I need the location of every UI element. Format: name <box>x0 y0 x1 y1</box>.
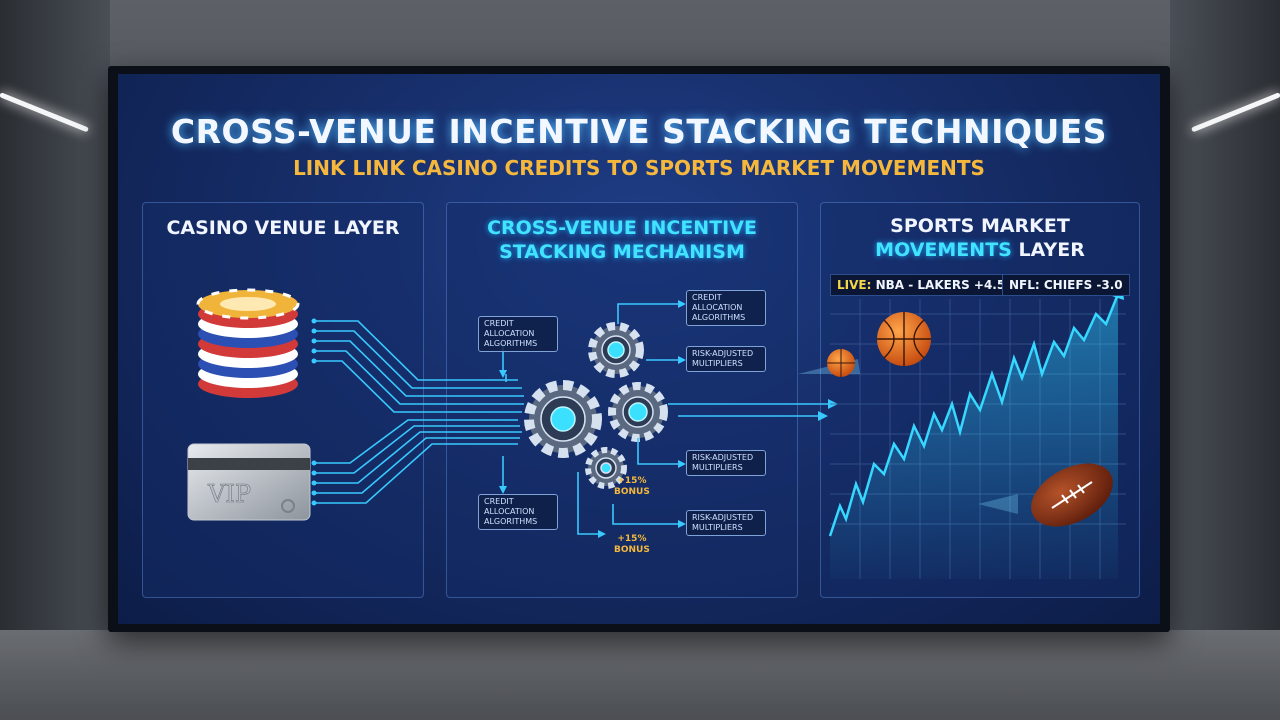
casino-chips-icon <box>196 288 300 398</box>
display-content: CROSS-VENUE INCENTIVE STACKING TECHNIQUE… <box>118 74 1160 624</box>
node-risk-adjusted-3: RISK-ADJUSTED MULTIPLIERS <box>686 510 766 536</box>
page-title: CROSS-VENUE INCENTIVE STACKING TECHNIQUE… <box>170 112 1108 151</box>
node-risk-adjusted-2: RISK-ADJUSTED MULTIPLIERS <box>686 450 766 476</box>
room-right-wall <box>1170 0 1280 720</box>
sports-heading-movements: MOVEMENTS <box>875 239 1012 261</box>
node-risk-adjusted-1: RISK-ADJUSTED MULTIPLIERS <box>686 346 766 372</box>
mechanism-heading-line2: STACKING MECHANISM <box>499 241 745 263</box>
display-screen: CROSS-VENUE INCENTIVE STACKING TECHNIQUE… <box>108 66 1170 632</box>
sports-heading-layer: LAYER <box>1011 239 1085 261</box>
bonus-badge-1: +15% BONUS <box>614 476 650 498</box>
bonus-label-1: BONUS <box>614 487 650 497</box>
ticker-nfl: NFL: CHIEFS -3.0 <box>1002 274 1130 296</box>
node-credit-allocation-2: CREDIT ALLOCATION ALGORITHMS <box>686 290 766 326</box>
sports-heading-line2: MOVEMENTS LAYER <box>821 237 1139 263</box>
basketball-icon <box>798 312 931 377</box>
page-subtitle: LINK LINK CASINO CREDITS TO SPORTS MARKE… <box>293 156 985 180</box>
casino-venue-panel: CASINO VENUE LAYER <box>142 202 424 598</box>
ticker-live-label: LIVE: <box>837 278 872 292</box>
ticker-nba: LIVE: NBA - LAKERS +4.5 <box>830 274 1013 296</box>
flow-line-dots <box>311 318 317 506</box>
casino-panel-heading: CASINO VENUE LAYER <box>166 217 400 239</box>
casino-flow-lines <box>314 320 524 504</box>
node-credit-allocation-3: CREDIT ALLOCATION ALGORITHMS <box>478 494 558 530</box>
gear-icon <box>524 322 668 489</box>
trend-line-icon <box>828 282 1124 579</box>
floor <box>0 630 1280 720</box>
bonus-value-2: +15% <box>617 534 647 544</box>
connector-arrowheads <box>499 300 838 538</box>
diagram-graphics: VIP <box>187 282 1126 579</box>
bonus-badge-2: +15% BONUS <box>614 534 650 556</box>
room-left-wall <box>0 0 110 720</box>
bonus-label-2: BONUS <box>614 545 650 555</box>
bonus-value-1: +15% <box>617 476 647 486</box>
sports-heading-line1: SPORTS MARKET <box>890 215 1070 237</box>
ticker-live-text: NBA - LAKERS +4.5 <box>871 278 1006 292</box>
vip-card-icon: VIP <box>187 443 311 521</box>
football-icon <box>978 463 1113 527</box>
node-credit-allocation-1: CREDIT ALLOCATION ALGORITHMS <box>478 316 558 352</box>
mechanism-heading-line1: CROSS-VENUE INCENTIVE <box>487 217 757 239</box>
vip-card-text: VIP <box>207 480 251 508</box>
